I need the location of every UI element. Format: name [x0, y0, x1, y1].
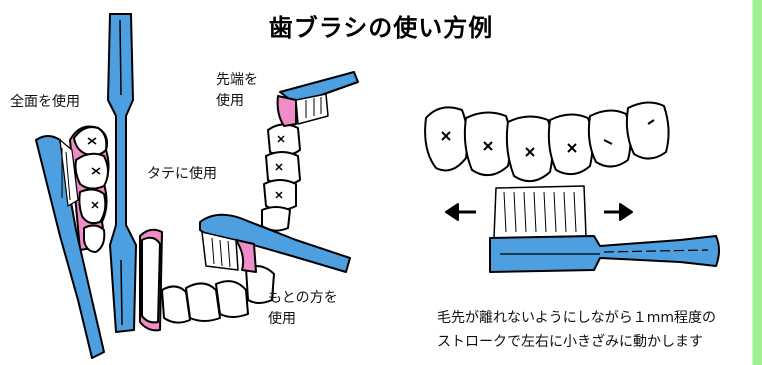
vertical-label: タテに使用 [147, 166, 217, 182]
left-teeth-column [69, 125, 110, 253]
horizontal-brush [489, 235, 720, 273]
instruction-caption: 毛先が離れないようにしながら１mm程度の ストロークで左右に小きざみに動かします [437, 306, 737, 354]
right-teeth-column [261, 123, 301, 232]
tip-label: 先端を 使用 [216, 70, 258, 112]
right-panel-drawing [424, 101, 720, 273]
heel-label: もとの方を 使用 [268, 288, 338, 330]
caption-line1: 毛先が離れないようにしながら１mm程度の [437, 310, 716, 326]
tip-brush [276, 71, 359, 127]
right-accent-bar [752, 0, 762, 365]
caption-line2: ストロークで左右に小きざみに動かします [437, 334, 703, 350]
heel-brush [199, 213, 351, 273]
upper-teeth-row [424, 101, 670, 183]
heel-label-line1: もとの方を [268, 290, 338, 306]
right-arrow-icon [604, 203, 633, 221]
left-arrow-icon [445, 203, 476, 221]
whole-surface-label: 全面を使用 [10, 94, 80, 110]
lower-teeth-row [139, 228, 275, 332]
whole-surface-brush [35, 135, 105, 359]
page-title: 歯ブラシの使い方例 [268, 14, 494, 42]
left-panel-drawing [35, 13, 359, 359]
tip-label-line2: 使用 [216, 93, 244, 109]
vertical-brush [107, 13, 137, 333]
tip-label-line1: 先端を [216, 72, 258, 88]
bristle-block [493, 185, 587, 239]
heel-label-line2: 使用 [268, 311, 296, 327]
